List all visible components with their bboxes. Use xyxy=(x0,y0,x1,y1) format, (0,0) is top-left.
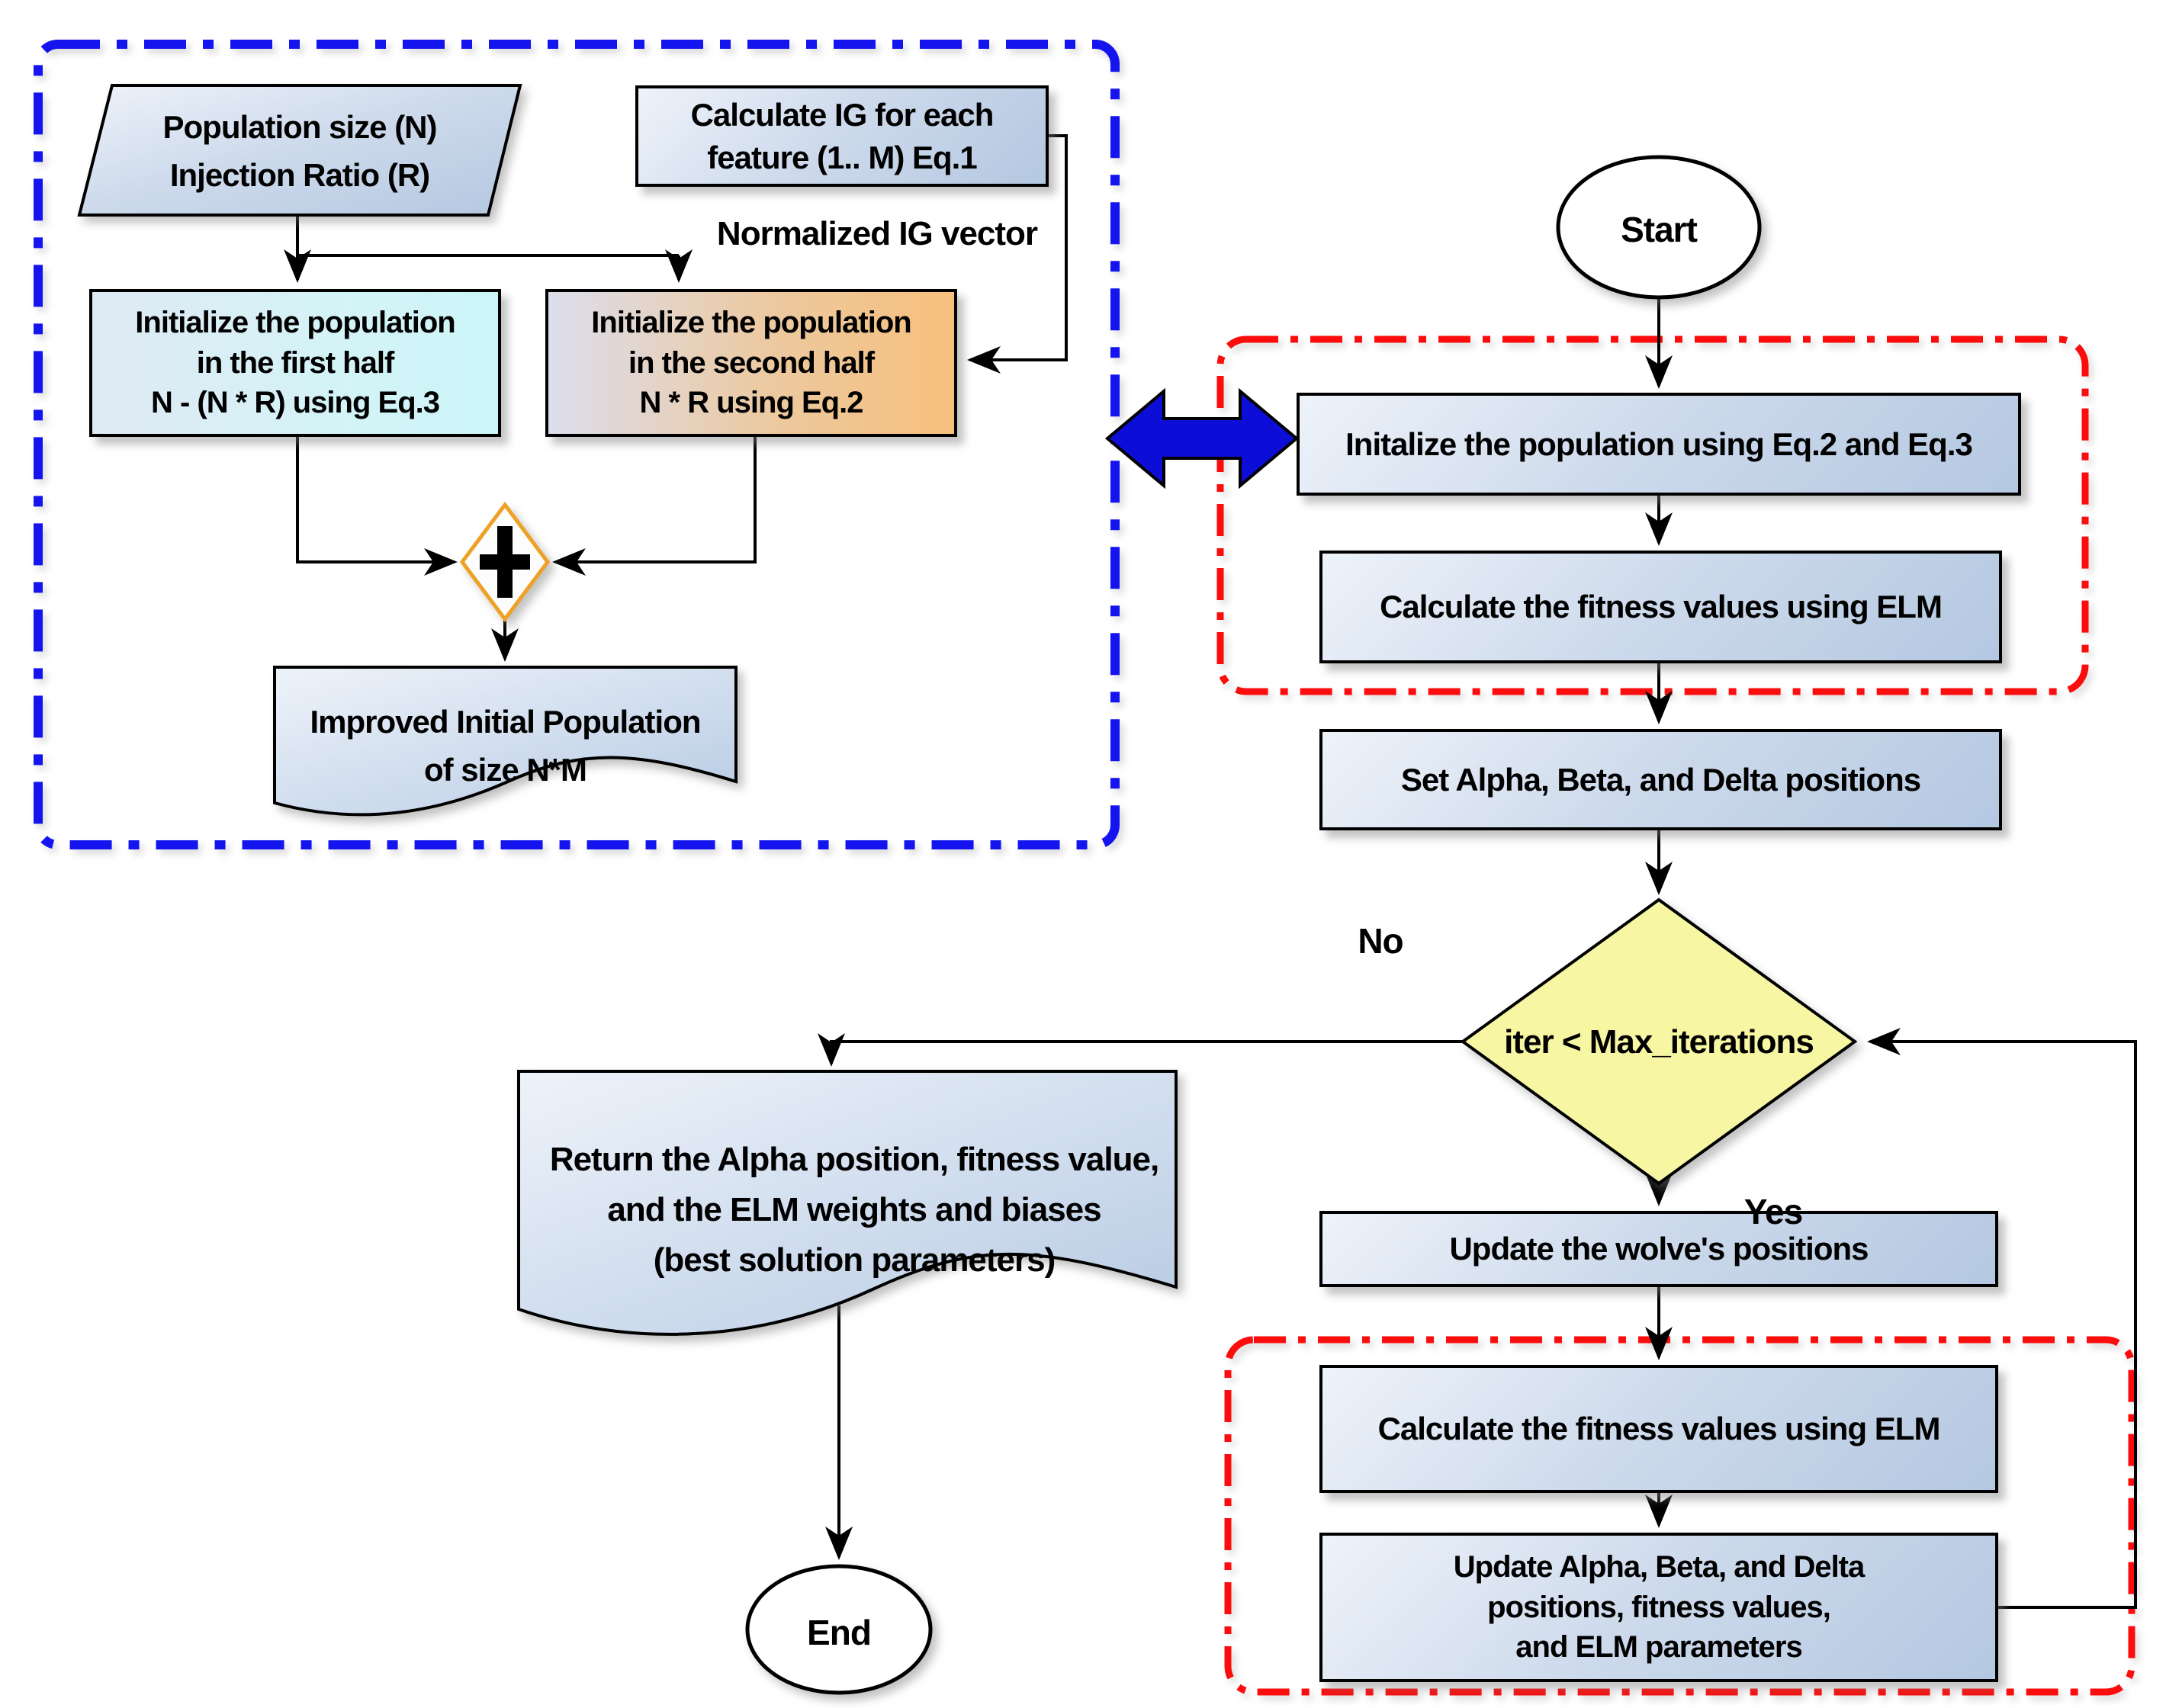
merge-node xyxy=(459,501,551,623)
end-ellipse-shape xyxy=(745,1564,933,1695)
return-doc-path xyxy=(517,1070,1178,1336)
return-doc-line2: and the ELM weights and biases xyxy=(607,1191,1101,1228)
update-alpha-line2: positions, fitness values, xyxy=(1487,1590,1831,1624)
calc-ig-line1: Calculate IG for each xyxy=(690,97,995,133)
start-ellipse-shape xyxy=(1556,155,1762,300)
set-positions-box: Set Alpha, Beta, and Delta positions xyxy=(1319,729,2002,830)
start-label: Start xyxy=(1621,210,1698,249)
first-half-line3: N - (N * R) using Eq.3 xyxy=(151,386,440,420)
calc-fitness-box-2: Calculate the fitness values using ELM xyxy=(1319,1365,1998,1493)
second-half-line3: N * R using Eq.2 xyxy=(639,386,864,420)
ig-vector-connector xyxy=(967,134,1068,374)
init-population-box: Initalize the population using Eq.2 and … xyxy=(1297,393,2021,496)
improved-doc-line1: Improved Initial Population xyxy=(310,704,701,740)
calc-ig-line2: feature (1.. M) Eq.1 xyxy=(707,139,977,175)
input-parallelogram-label: Population size (N) Injection Ratio (R) xyxy=(79,103,520,199)
second-half-line1: Initialize the population xyxy=(591,305,911,339)
decision-diamond-shape xyxy=(1460,897,1858,1186)
return-doc-line1: Return the Alpha position, fitness value… xyxy=(549,1141,1159,1178)
decision-no-connector xyxy=(818,1033,1463,1067)
first-half-line2: in the first half xyxy=(196,345,395,380)
return-doc-line3: (best solution parameters) xyxy=(653,1241,1056,1279)
second-half-to-merge xyxy=(552,437,757,576)
calc-ig-box: Calculate IG for each feature (1.. M) Eq… xyxy=(635,85,1049,187)
update-wolves-box: Update the wolve's positions xyxy=(1319,1211,1998,1287)
init-first-half-box: Initialize the population in the first h… xyxy=(89,289,501,437)
loop-back-connector xyxy=(1867,1028,2137,1609)
normalized-ig-label: Normalized IG vector xyxy=(716,215,1038,252)
decision-label: iter < Max_iterations xyxy=(1504,1023,1814,1061)
improved-population-doc-label: Improved Initial Population of size N*M xyxy=(275,698,736,794)
update-alpha-line1: Update Alpha, Beta, and Delta xyxy=(1453,1549,1865,1584)
update-alpha-box: Update Alpha, Beta, and Delta positions,… xyxy=(1319,1533,1998,1682)
input-parallelogram-shape xyxy=(77,84,522,217)
connector-lines xyxy=(284,134,2137,1609)
split-connector xyxy=(296,215,679,257)
end-label: End xyxy=(807,1613,872,1652)
update-alpha-line3: and ELM parameters xyxy=(1515,1630,1802,1665)
return-doc-label: Return the Alpha position, fitness value… xyxy=(526,1135,1182,1286)
parallelogram-line1: Population size (N) xyxy=(162,109,438,145)
improved-population-doc-shape xyxy=(273,666,738,817)
first-half-line1: Initialize the population xyxy=(135,305,455,339)
return-doc-shape xyxy=(517,1070,1178,1336)
decision-no-label: No xyxy=(1358,921,1403,961)
parallelogram-line2: Injection Ratio (R) xyxy=(169,157,430,193)
merge-plus-icon xyxy=(480,526,530,598)
improved-doc-path xyxy=(273,666,738,817)
init-fitness-group-border xyxy=(1216,336,2089,695)
ig-initialization-group-border xyxy=(34,40,1120,849)
second-half-line2: in the second half xyxy=(628,345,875,380)
decision-yes-label: Yes xyxy=(1743,1192,1803,1231)
init-second-half-box: Initialize the population in the second … xyxy=(545,289,957,437)
update-fitness-group-border xyxy=(1224,1336,2135,1696)
double-arrow-icon xyxy=(1104,387,1300,490)
first-half-to-merge xyxy=(296,437,458,576)
improved-doc-line2: of size N*M xyxy=(423,752,587,788)
calc-fitness-box-1: Calculate the fitness values using ELM xyxy=(1319,551,2002,663)
